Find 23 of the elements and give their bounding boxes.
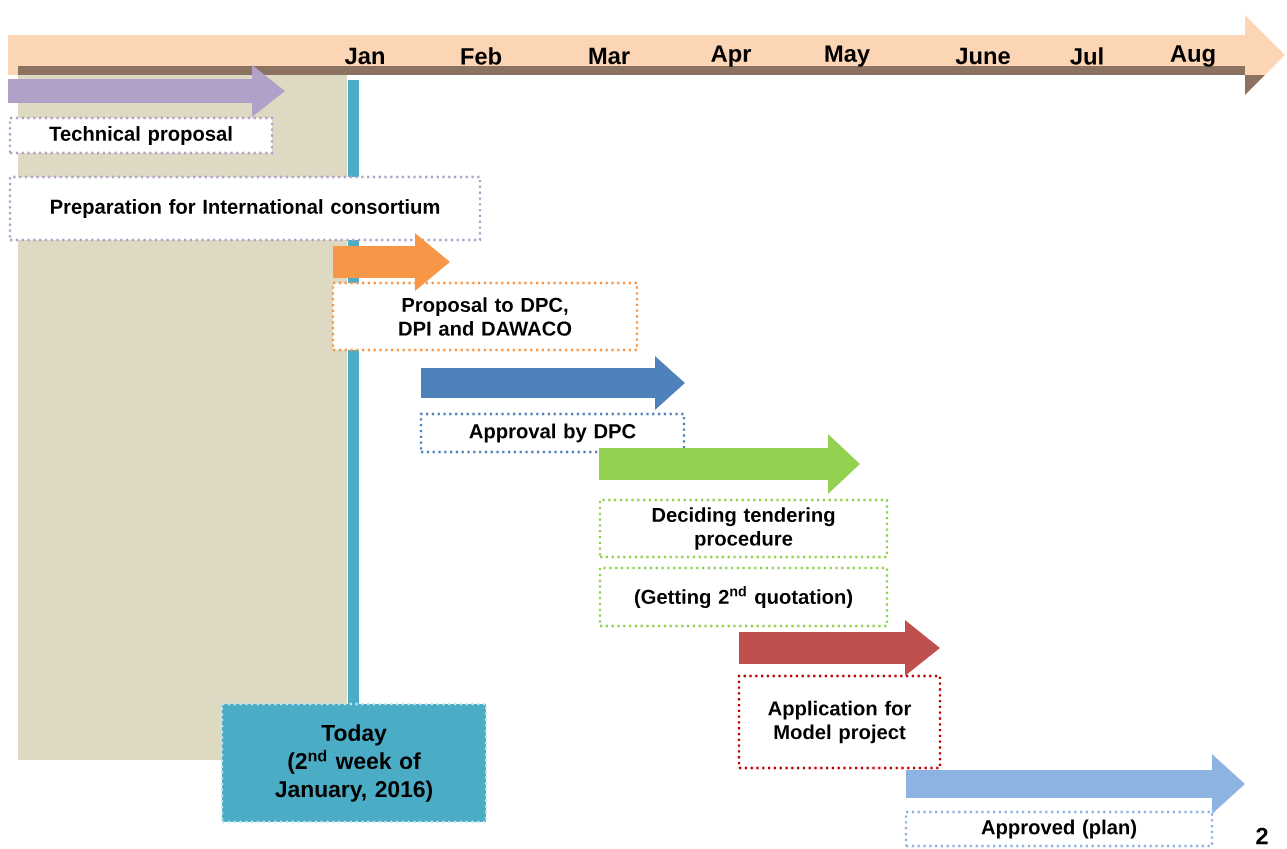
today-box: Today (2$^{nd}$ week of January, 2016) — [220, 702, 488, 824]
page-number: 2 — [1256, 827, 1268, 845]
gantt-bar — [333, 233, 450, 291]
task-box: Approval by DPC — [419, 412, 686, 454]
task-box: (Getting 2$^{nd}$ quotation) — [598, 566, 889, 628]
month-label: May — [825, 45, 870, 67]
month-label: June — [955, 47, 1010, 65]
month-label: Apr — [711, 45, 752, 67]
task-box: Preparation for International consortium — [8, 175, 482, 242]
task-box: Technical proposal — [8, 116, 274, 155]
task-box: Deciding tendering procedure — [598, 498, 889, 559]
task-box: Application for Model project — [737, 674, 942, 770]
task-box: Proposal to DPC, DPI and DAWACO — [331, 281, 639, 352]
month-label: Jan — [344, 47, 384, 65]
gantt-bar — [421, 356, 685, 410]
month-label: Aug — [1170, 45, 1215, 67]
gantt-bar — [739, 620, 940, 676]
month-label: Jul — [1070, 47, 1103, 65]
gantt-bar — [8, 65, 285, 117]
task-box: Approved (plan) — [904, 810, 1214, 848]
month-label: Feb — [461, 47, 502, 65]
gantt-bar — [906, 754, 1245, 814]
month-label: Mar — [589, 47, 630, 65]
